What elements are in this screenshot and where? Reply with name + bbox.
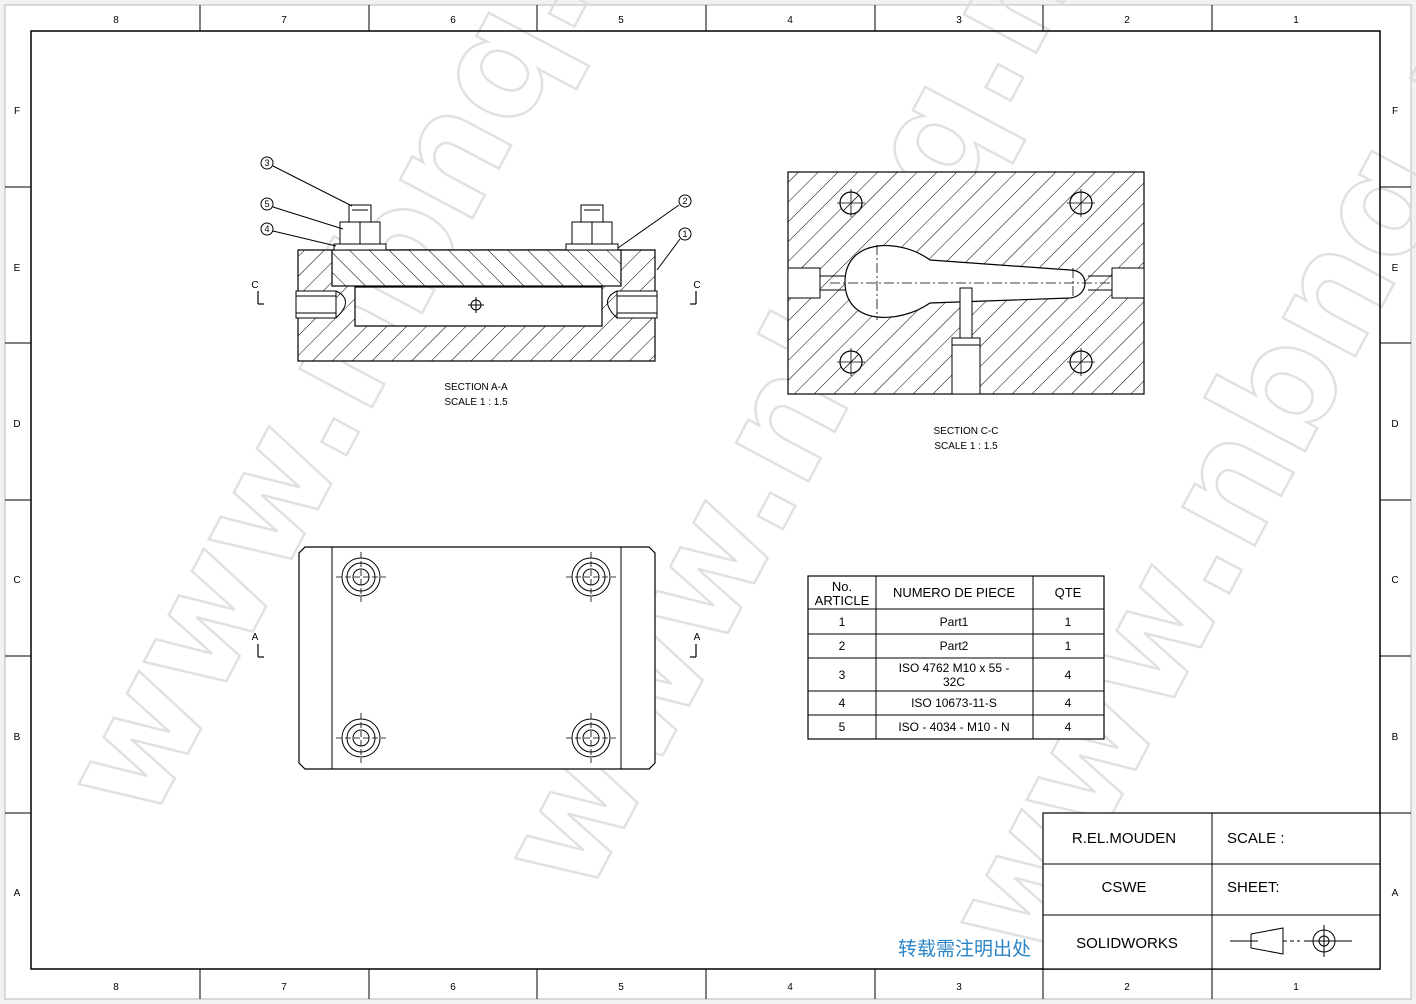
bom-row-4-qty: 4 xyxy=(1065,696,1072,710)
top-plate-outline xyxy=(298,546,656,770)
zone-row-f-left: F xyxy=(14,106,20,117)
title-block: R.EL.MOUDEN CSWE SOLIDWORKS SCALE : SHEE… xyxy=(1042,812,1381,970)
zone-col-6-top: 6 xyxy=(450,15,456,26)
left-bore xyxy=(295,290,337,319)
bom-header-qty: QTE xyxy=(1055,585,1082,600)
balloon-1: 1 xyxy=(682,229,687,239)
zone-row-e-left: E xyxy=(14,263,21,274)
bom-row-1-qty: 1 xyxy=(1065,615,1072,629)
zone-col-2-bottom: 2 xyxy=(1124,982,1130,993)
section-cc-view: SECTION C-C SCALE 1 : 1.5 xyxy=(787,171,1145,452)
bom-row-2-part: Part2 xyxy=(940,639,969,653)
bom-row-5-qty: 4 xyxy=(1065,720,1072,734)
zone-col-5-bottom: 5 xyxy=(618,982,624,993)
washer-left xyxy=(333,243,387,251)
balloon-5: 5 xyxy=(264,199,269,209)
zone-col-8-top: 8 xyxy=(113,15,119,26)
zone-col-6-bottom: 6 xyxy=(450,982,456,993)
zone-col-7-bottom: 7 xyxy=(281,982,287,993)
bom-header-part: NUMERO DE PIECE xyxy=(893,585,1015,600)
zone-row-c-right: C xyxy=(1391,575,1398,586)
cut-label-c-left: C xyxy=(251,280,258,291)
zone-col-3-top: 3 xyxy=(956,15,962,26)
zone-row-a-left: A xyxy=(14,888,21,899)
bom-row-1-part: Part1 xyxy=(940,615,969,629)
bom-row-2-no: 2 xyxy=(839,639,846,653)
zone-row-e-right: E xyxy=(1392,263,1399,274)
bom-table: No. ARTICLE NUMERO DE PIECE QTE 1 Part1 … xyxy=(807,575,1105,740)
projection-symbol-icon xyxy=(1230,925,1352,957)
zone-row-b-right: B xyxy=(1392,732,1399,743)
bom-row-3-qty: 4 xyxy=(1065,668,1072,682)
zone-row-d-right: D xyxy=(1391,419,1398,430)
section-cc-scale: SCALE 1 : 1.5 xyxy=(934,441,998,452)
screw-head-right xyxy=(580,204,604,224)
zone-col-1-bottom: 1 xyxy=(1293,982,1299,993)
zone-col-2-top: 2 xyxy=(1124,15,1130,26)
zone-row-f-right: F xyxy=(1392,106,1398,117)
section-aa-title: SECTION A-A xyxy=(444,382,508,393)
scale-label: SCALE : xyxy=(1227,830,1285,847)
bom-row-4-no: 4 xyxy=(839,696,846,710)
section-cc-title: SECTION C-C xyxy=(934,426,999,437)
zone-col-4-top: 4 xyxy=(787,15,793,26)
cut-label-a-right: A xyxy=(694,632,701,643)
zone-row-d-left: D xyxy=(13,419,20,430)
org-name: CSWE xyxy=(1102,879,1147,896)
bom-row-3-no: 3 xyxy=(839,668,846,682)
bom-row-5-no: 5 xyxy=(839,720,846,734)
software-name: SOLIDWORKS xyxy=(1076,935,1178,952)
zone-row-c-left: C xyxy=(13,575,20,586)
bom-row-2-qty: 1 xyxy=(1065,639,1072,653)
bom-row-5-part: ISO - 4034 - M10 - N xyxy=(898,720,1009,734)
zone-col-4-bottom: 4 xyxy=(787,982,793,993)
screw-head-left xyxy=(348,204,372,224)
zone-ticks xyxy=(5,5,1411,999)
balloon-2: 2 xyxy=(682,196,687,206)
bom-row-3-part-line2: 32C xyxy=(943,675,965,689)
sheet-label: SHEET: xyxy=(1227,879,1280,896)
balloon-3: 3 xyxy=(264,158,269,168)
author-name: R.EL.MOUDEN xyxy=(1072,830,1176,847)
bom-row-1-no: 1 xyxy=(839,615,846,629)
zone-col-5-top: 5 xyxy=(618,15,624,26)
balloon-4: 4 xyxy=(264,224,269,234)
bom-header-no-line2: ARTICLE xyxy=(815,593,870,608)
bom-header-no-line1: No. xyxy=(832,579,852,594)
zone-col-7-top: 7 xyxy=(281,15,287,26)
zone-col-8-bottom: 8 xyxy=(113,982,119,993)
section-aa-scale: SCALE 1 : 1.5 xyxy=(444,397,508,408)
washer-right xyxy=(565,243,619,251)
bom-row-3-part-line1: ISO 4762 M10 x 55 - xyxy=(899,661,1010,675)
cut-label-a-left: A xyxy=(252,632,259,643)
right-bore xyxy=(616,290,658,319)
top-plate xyxy=(331,249,622,287)
zone-row-a-right: A xyxy=(1392,888,1399,899)
cut-label-c-right: C xyxy=(693,280,700,291)
zone-col-3-bottom: 3 xyxy=(956,982,962,993)
section-aa-view: 3 5 4 2 1 C C SECTION A-A SCALE 1 : 1.5 xyxy=(251,156,701,408)
top-view: A A xyxy=(252,546,701,770)
bom-row-4-part: ISO 10673-11-S xyxy=(911,696,997,710)
reprint-notice: 转载需注明出处 xyxy=(898,938,1032,960)
zone-row-b-left: B xyxy=(14,732,21,743)
zone-col-1-top: 1 xyxy=(1293,15,1299,26)
